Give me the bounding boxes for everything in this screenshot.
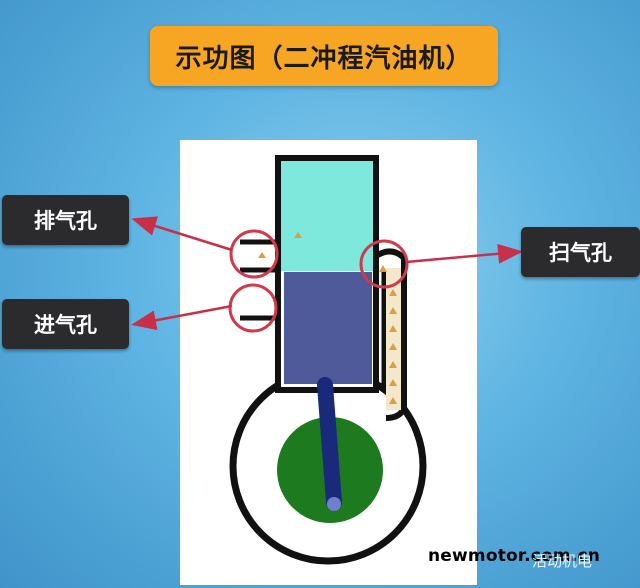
flow-arrows <box>258 232 397 404</box>
exhaust-leader-arrow <box>131 216 233 252</box>
scavenging-leader-arrow <box>405 243 523 264</box>
exhaust-port-label-text: 排气孔 <box>34 209 97 233</box>
scavenging-port-marker <box>359 239 409 289</box>
transfer-channel <box>386 268 401 410</box>
scavenging-port-label: 扫气孔 <box>521 227 640 277</box>
combustion-chamber <box>281 161 373 271</box>
scavenging-port-label-text: 扫气孔 <box>549 241 612 265</box>
watermark-brand: 活动机电 <box>532 552 593 570</box>
piston <box>284 272 372 384</box>
exhaust-port-label: 排气孔 <box>2 195 129 245</box>
connecting-rod <box>317 377 342 510</box>
exhaust-port-marker <box>229 229 279 279</box>
watermark-site: newmotor.com.cn <box>428 546 601 566</box>
page-title: 示功图（二冲程汽油机） <box>175 43 473 74</box>
transfer-passage <box>374 248 407 421</box>
intake-port-label: 进气孔 <box>2 299 129 349</box>
intake-port-label-text: 进气孔 <box>34 313 97 337</box>
crank-pin <box>327 497 341 511</box>
intake-port-marker <box>228 283 278 333</box>
intake-leader-arrow <box>131 304 233 331</box>
title-banner: 示功图（二冲程汽油机） <box>150 26 498 86</box>
